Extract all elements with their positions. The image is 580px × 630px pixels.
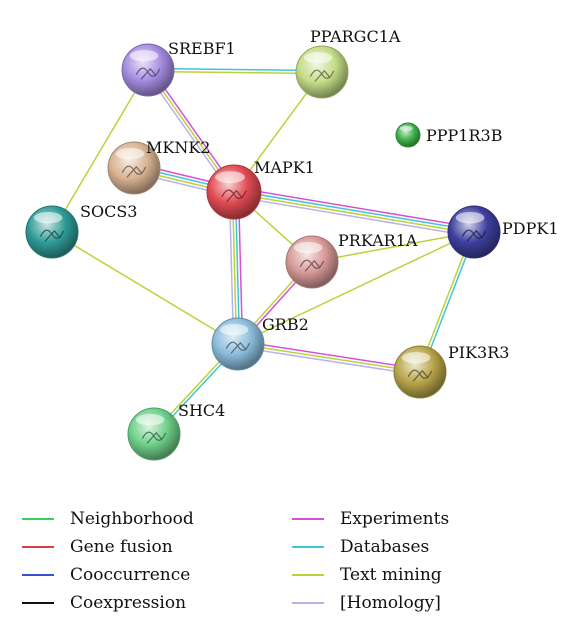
node-highlight bbox=[401, 351, 431, 364]
legend-label: Experiments bbox=[340, 509, 450, 529]
protein-structure-icon bbox=[135, 67, 161, 80]
node-highlight bbox=[135, 413, 165, 426]
legend-item-neighborhood: Neighborhood bbox=[22, 508, 194, 530]
legend-label: Text mining bbox=[340, 565, 442, 585]
edge-socs3-grb2 bbox=[51, 231, 239, 345]
protein-structure-icon bbox=[299, 259, 325, 272]
node-highlight bbox=[293, 241, 323, 254]
node-highlight bbox=[219, 323, 249, 336]
legend-item-experiments: Experiments bbox=[292, 508, 449, 530]
node-label: PRKAR1A bbox=[338, 231, 418, 250]
node-label: SREBF1 bbox=[168, 39, 236, 58]
edge-pdpk1-grb2 bbox=[237, 231, 475, 345]
edge-line-experiments bbox=[238, 340, 421, 370]
protein-structure-icon bbox=[121, 165, 147, 178]
protein-structure-icon bbox=[225, 341, 251, 354]
node-mknk2[interactable]: MKNK2 bbox=[107, 138, 210, 195]
edge-line-homology bbox=[233, 195, 474, 238]
node-socs3[interactable]: SOCS3 bbox=[25, 202, 137, 259]
legend-item-databases: Databases bbox=[292, 536, 429, 558]
legend-item-coexpression: Coexpression bbox=[22, 592, 186, 614]
protein-structure-icon bbox=[39, 229, 65, 242]
node-mapk1[interactable]: MAPK1 bbox=[206, 158, 315, 220]
legend-label: Coexpression bbox=[70, 593, 187, 613]
node-label: PPARGC1A bbox=[310, 27, 401, 46]
legend-item-gene-fusion: Gene fusion bbox=[22, 536, 173, 558]
edge-line-text-mining bbox=[233, 192, 474, 235]
edge-grb2-pik3r3 bbox=[237, 340, 421, 376]
legend-item-homology: [Homology] bbox=[292, 592, 441, 614]
node-grb2[interactable]: GRB2 bbox=[211, 315, 309, 371]
edge-mapk1-pdpk1 bbox=[233, 186, 475, 238]
node-highlight bbox=[215, 171, 245, 184]
legend-swatch bbox=[22, 546, 54, 548]
edge-srebf1-ppargc1a bbox=[147, 67, 323, 75]
edge-line-homology bbox=[237, 346, 420, 376]
node-highlight bbox=[33, 211, 63, 224]
legend-label: Cooccurrence bbox=[70, 565, 191, 585]
node-highlight bbox=[399, 125, 413, 132]
node-label: GRB2 bbox=[262, 315, 309, 334]
protein-structure-icon bbox=[407, 369, 433, 382]
node-highlight bbox=[303, 51, 333, 64]
protein-structure-icon bbox=[221, 189, 247, 203]
edge-line-databases bbox=[148, 67, 323, 72]
protein-interaction-network: SREBF1 PPARGC1A PPP1R3B MKNK2MAPK1SOCS3PDPK… bbox=[25, 27, 559, 461]
legend-item-text-mining: Text mining bbox=[292, 564, 442, 586]
node-ppargc1a[interactable]: PPARGC1A bbox=[295, 27, 401, 99]
legend-swatch bbox=[22, 518, 54, 520]
legend-swatch bbox=[292, 574, 324, 576]
legend-swatch bbox=[22, 602, 54, 604]
protein-structure-icon bbox=[461, 229, 487, 242]
node-prkar1a[interactable]: PRKAR1A bbox=[285, 231, 418, 289]
edge-line-experiments bbox=[234, 186, 475, 229]
node-highlight bbox=[115, 147, 145, 160]
node-ppp1r3b[interactable]: PPP1R3B bbox=[395, 122, 502, 148]
legend-label: [Homology] bbox=[340, 593, 441, 613]
edge-line-databases bbox=[234, 189, 475, 232]
node-label: MAPK1 bbox=[254, 158, 315, 177]
node-label: PIK3R3 bbox=[448, 343, 509, 362]
node-highlight bbox=[455, 211, 485, 224]
legend-item-cooccurrence: Cooccurrence bbox=[22, 564, 190, 586]
edge-line-text-mining bbox=[237, 231, 475, 345]
legend-swatch bbox=[292, 546, 324, 548]
legend-swatch bbox=[292, 602, 324, 604]
node-layer: SREBF1 PPARGC1A PPP1R3B MKNK2MAPK1SOCS3PDPK… bbox=[25, 27, 559, 461]
node-highlight bbox=[129, 49, 159, 62]
edge-srebf1-socs3 bbox=[51, 69, 149, 233]
edge-line-text-mining bbox=[51, 231, 239, 345]
node-label: PDPK1 bbox=[502, 219, 559, 238]
protein-structure-icon bbox=[309, 69, 335, 82]
legend-label: Neighborhood bbox=[70, 509, 194, 529]
edge-line-text-mining bbox=[237, 343, 421, 373]
edge-line-text-mining bbox=[147, 70, 322, 75]
node-pik3r3[interactable]: PIK3R3 bbox=[393, 343, 509, 399]
protein-structure-icon bbox=[141, 431, 167, 444]
node-srebf1[interactable]: SREBF1 bbox=[121, 39, 236, 97]
legend-label: Databases bbox=[340, 537, 430, 557]
legend-swatch bbox=[22, 574, 54, 576]
edge-line-text-mining bbox=[311, 231, 475, 263]
node-label: SHC4 bbox=[178, 401, 225, 420]
edge-prkar1a-pdpk1 bbox=[311, 231, 475, 263]
node-pdpk1[interactable]: PDPK1 bbox=[447, 205, 559, 259]
legend-swatch bbox=[292, 518, 324, 520]
node-label: SOCS3 bbox=[80, 202, 137, 221]
edge-line-text-mining bbox=[51, 69, 149, 233]
node-label: MKNK2 bbox=[146, 138, 210, 157]
node-shc4[interactable]: SHC4 bbox=[127, 401, 225, 461]
node-label: PPP1R3B bbox=[426, 126, 502, 145]
legend-label: Gene fusion bbox=[70, 537, 173, 557]
